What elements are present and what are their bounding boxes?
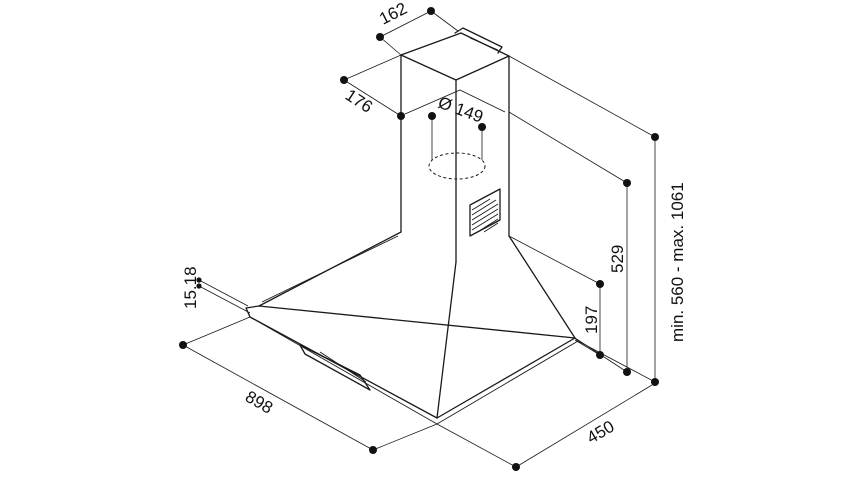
label-176: 176 [342,85,376,116]
duct-top-face [400,32,510,81]
vent-grille [469,188,501,237]
dimension-labels: 162 176 Ø 149 min. 560 - max. 1061 529 1… [181,0,687,447]
canopy-rim [245,305,576,419]
label-529: 529 [608,245,627,273]
canopy-front-edge [436,261,457,419]
dimension-lines [179,7,659,471]
duct-inner-joint [404,89,506,115]
label-total-height: min. 560 - max. 1061 [668,182,687,342]
label-197: 197 [582,306,601,334]
canopy [245,231,579,425]
label-outlet-diameter: Ø 149 [436,93,486,127]
canopy-right-edge [508,235,576,339]
chimney-duct [400,27,510,263]
label-898: 898 [242,387,276,418]
outlet-hole [428,152,486,180]
wall-bracket [454,27,503,54]
label-450: 450 [584,417,618,448]
grille-slats [471,198,499,234]
label-15-18: 15.18 [181,266,200,309]
